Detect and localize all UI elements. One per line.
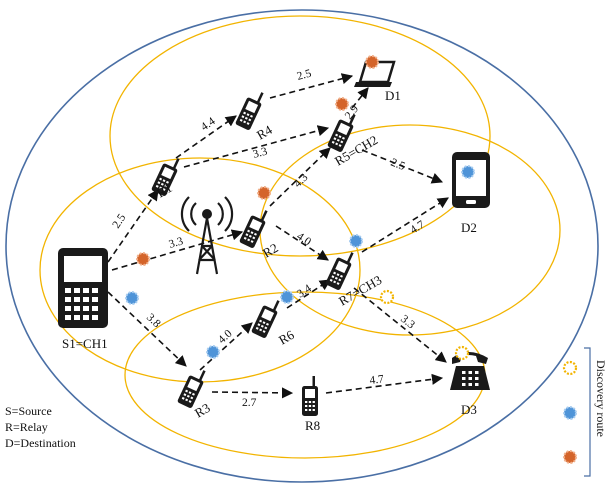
blue-marker [206, 345, 220, 359]
edge-r2-r5 [269, 147, 331, 207]
legend-blue-marker [563, 406, 577, 420]
edge-s1-r2 [111, 229, 244, 271]
legend-yellow-marker [562, 360, 578, 376]
orange-marker [136, 252, 150, 266]
node-label-r4: R4 [254, 122, 275, 143]
yellow-ring-marker [379, 289, 395, 305]
node-label-r2: R2 [260, 240, 281, 261]
mobile-phone-icon-r8 [302, 376, 318, 416]
edge-r6-r7 [286, 279, 331, 309]
desk-phone-icon-d3 [450, 352, 490, 390]
node-label-r1: R1 [154, 180, 175, 201]
node-labels: S1=CH1 R1 R4 R5=CH2 R2 R6 R7=CH3 R3 R8 D… [62, 88, 477, 433]
yellow-ring-marker [454, 345, 470, 361]
node-label-d3: D3 [461, 402, 477, 417]
legend-destination: D=Destination [5, 436, 76, 450]
route-markers-orange [136, 55, 379, 266]
legend-bracket [584, 347, 591, 477]
mobile-phone-icon-r6 [250, 295, 283, 339]
blue-marker [349, 234, 363, 248]
blue-marker [461, 165, 475, 179]
node-label-d1: D1 [385, 88, 401, 103]
edge-label-r8-d3: 4.7 [369, 373, 385, 387]
edge-label-r7-d3: 3.3 [398, 313, 417, 332]
legend-discovery-route-label: Discovery route [594, 360, 608, 437]
edge-s1-r1 [107, 189, 159, 263]
legend-source: S=Source [5, 404, 52, 418]
orange-marker [365, 55, 379, 69]
edge-r1-r4 [175, 115, 237, 159]
edge-r5-d2 [361, 149, 444, 184]
edge-label-r6-r7: 3.4 [295, 282, 314, 300]
cluster-ring-bottom [124, 291, 486, 459]
edge-r3-r6 [199, 322, 253, 371]
edge-r7-d3 [353, 287, 447, 363]
legend-abbreviations: S=Source R=Relay D=Destination [5, 404, 76, 450]
edge-label-r3-r6: 4.0 [216, 328, 235, 347]
edge-label-r3-r8: 2.7 [242, 397, 257, 409]
cluster-ring-top [109, 15, 491, 257]
edge-r3-r8 [211, 387, 294, 399]
edge-label-r2-r7: 4.0 [294, 230, 313, 248]
node-label-s1: S1=CH1 [62, 336, 108, 351]
edge-label-r5-d2: 2.5 [389, 157, 407, 173]
node-label-d2: D2 [461, 220, 477, 235]
edge-r1-r5 [183, 125, 330, 168]
laptop-icon-d1 [354, 60, 396, 87]
smartphone-icon-s1 [58, 248, 108, 328]
edge-r4-d1 [269, 73, 354, 99]
edge-r5-d1 [351, 87, 369, 109]
outer-cluster-boundary [5, 9, 599, 483]
blue-marker [280, 290, 294, 304]
route-markers-blue [125, 165, 475, 359]
legend-orange-marker [563, 450, 577, 464]
orange-marker [335, 97, 349, 111]
smartphone-icon-d2 [452, 152, 490, 208]
edge-s1-r3 [107, 291, 187, 367]
edge-label-r4-d1: 2.5 [296, 68, 313, 83]
edge-label-s1-r3: 3.8 [144, 312, 163, 331]
edge-r2-r7 [275, 225, 329, 261]
edges [107, 73, 449, 399]
orange-marker [257, 186, 271, 200]
edge-label-r1-r4: 4.4 [199, 115, 218, 133]
route-markers-yellow [379, 289, 470, 361]
node-label-r6: R6 [276, 327, 297, 348]
node-label-r3: R3 [192, 400, 213, 421]
edge-label-r1-r5: 3.3 [252, 146, 269, 161]
edge-labels: 2.5 3.3 3.8 4.4 3.3 2.5 2.9 4.3 2.5 4.0 … [110, 68, 427, 409]
legend-relay: R=Relay [5, 420, 48, 434]
blue-marker [125, 291, 139, 305]
edge-label-s1-r2: 3.3 [168, 235, 185, 251]
edge-label-s1-r1: 2.5 [110, 212, 128, 231]
edge-r7-d2 [361, 197, 449, 253]
cell-tower-icon [180, 196, 234, 275]
node-label-r8: R8 [305, 418, 320, 433]
legend-discovery-route: Discovery route [562, 347, 608, 477]
mobile-phone-icon-r2 [238, 205, 271, 249]
